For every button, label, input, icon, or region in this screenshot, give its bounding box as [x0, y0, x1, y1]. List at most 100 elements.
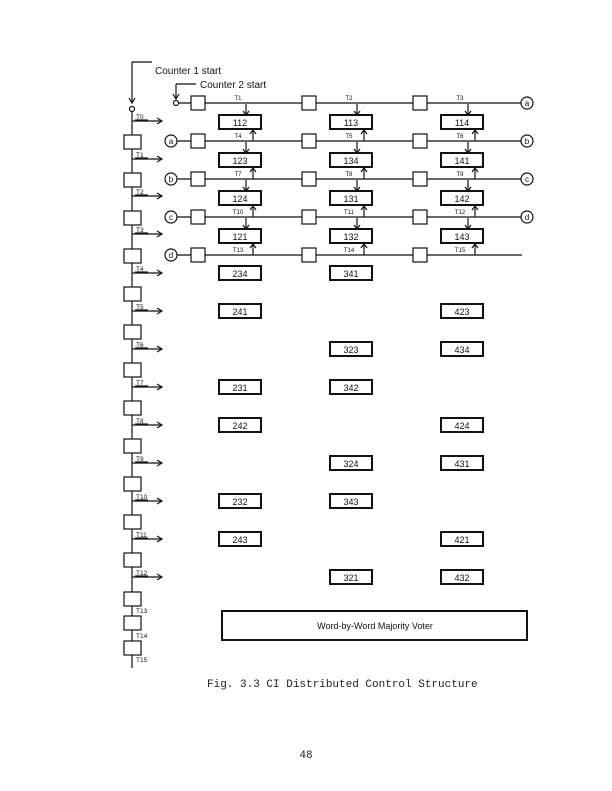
time-label: T8 — [136, 418, 144, 425]
page-number: 48 — [299, 750, 312, 762]
time-label: T15 — [455, 248, 466, 254]
connector-label: a — [525, 99, 530, 108]
word-box — [440, 569, 484, 585]
word-label: 242 — [232, 421, 247, 431]
time-label: T3 — [136, 227, 144, 234]
arrowhead-icon — [128, 97, 136, 105]
connector-label: c — [169, 213, 173, 222]
arrowhead-icon — [471, 243, 479, 249]
word-box — [218, 228, 262, 244]
arrowhead-icon — [360, 129, 368, 135]
time-label: T9 — [456, 172, 464, 178]
connector-b — [520, 134, 534, 148]
arrowhead-icon — [156, 307, 164, 315]
arrowhead-icon — [471, 129, 479, 135]
arrowhead-icon — [156, 421, 164, 429]
register-box — [301, 247, 317, 263]
word-box — [440, 303, 484, 319]
word-label: 143 — [454, 232, 469, 242]
arrowhead-icon — [249, 205, 257, 211]
word-label: 131 — [343, 194, 358, 204]
word-box — [218, 417, 262, 433]
word-label: 323 — [343, 345, 358, 355]
word-label: 142 — [454, 194, 469, 204]
word-box — [440, 114, 484, 130]
word-box — [329, 341, 373, 357]
word-box — [329, 569, 373, 585]
word-box — [218, 493, 262, 509]
figure-caption: Fig. 3.3 CI Distributed Control Structur… — [207, 679, 478, 691]
arrowhead-icon — [471, 167, 479, 173]
word-label: 432 — [454, 573, 469, 583]
time-label: T1 — [234, 96, 242, 102]
majority-voter-label: Word-by-Word Majority Voter — [317, 621, 433, 631]
word-box — [218, 265, 262, 281]
time-label: T6 — [456, 134, 464, 140]
time-label: T4 — [234, 134, 242, 140]
word-label: 431 — [454, 459, 469, 469]
register-box — [190, 133, 206, 149]
word-box — [329, 493, 373, 509]
register-box — [190, 209, 206, 225]
counter1-stage-box — [123, 248, 142, 264]
time-label: T5 — [136, 304, 144, 311]
counter1-stage-box — [123, 400, 142, 416]
word-label: 141 — [454, 156, 469, 166]
arrowhead-icon — [156, 192, 164, 200]
word-label: 341 — [343, 269, 358, 279]
arrowhead-icon — [249, 129, 257, 135]
counter1-stage-box — [123, 172, 142, 188]
connector-label: c — [525, 175, 529, 184]
arrowhead-icon — [360, 167, 368, 173]
time-label: T14 — [136, 633, 148, 640]
counter1-stage-box — [123, 134, 142, 150]
time-label: T6 — [136, 342, 144, 349]
time-label: T15 — [136, 657, 148, 664]
word-box — [329, 379, 373, 395]
connector-label: b — [525, 137, 530, 146]
time-label: T13 — [136, 608, 148, 615]
register-box — [301, 171, 317, 187]
register-box — [301, 133, 317, 149]
counter1-stage-box — [123, 552, 142, 568]
time-label: T2 — [136, 189, 144, 196]
time-label: T3 — [456, 96, 464, 102]
counter1-stage-box — [123, 514, 142, 530]
time-label: T9 — [136, 456, 144, 463]
arrowhead-icon — [360, 243, 368, 249]
arrowhead-icon — [156, 497, 164, 505]
counter1-stage-box — [123, 438, 142, 454]
counter1-stage-box — [123, 324, 142, 340]
connector-d — [520, 210, 534, 224]
counter2-start-node — [172, 99, 180, 107]
counter1-stage-box — [123, 362, 142, 378]
arrowhead-icon — [172, 93, 180, 101]
counter1-stage-box — [123, 210, 142, 226]
register-box — [190, 95, 206, 111]
register-box — [190, 171, 206, 187]
counter1-stage-box — [123, 615, 142, 631]
arrowhead-icon — [156, 345, 164, 353]
word-box — [329, 152, 373, 168]
word-label: 134 — [343, 156, 358, 166]
word-box — [329, 114, 373, 130]
time-label: T11 — [136, 532, 147, 539]
word-label: 321 — [343, 573, 358, 583]
time-label: T0 — [136, 114, 144, 121]
word-box — [329, 265, 373, 281]
time-label: T12 — [136, 570, 148, 577]
connector-c — [520, 172, 534, 186]
time-label: T7 — [234, 172, 242, 178]
counter1-stage-box — [123, 591, 142, 607]
register-box — [412, 133, 428, 149]
arrowhead-icon — [156, 459, 164, 467]
counter1-stage-box — [123, 286, 142, 302]
word-box — [329, 190, 373, 206]
word-box — [440, 531, 484, 547]
time-label: T1 — [136, 152, 144, 159]
word-box — [218, 379, 262, 395]
time-label: T4 — [136, 266, 144, 273]
time-label: T8 — [345, 172, 353, 178]
word-box — [329, 455, 373, 471]
